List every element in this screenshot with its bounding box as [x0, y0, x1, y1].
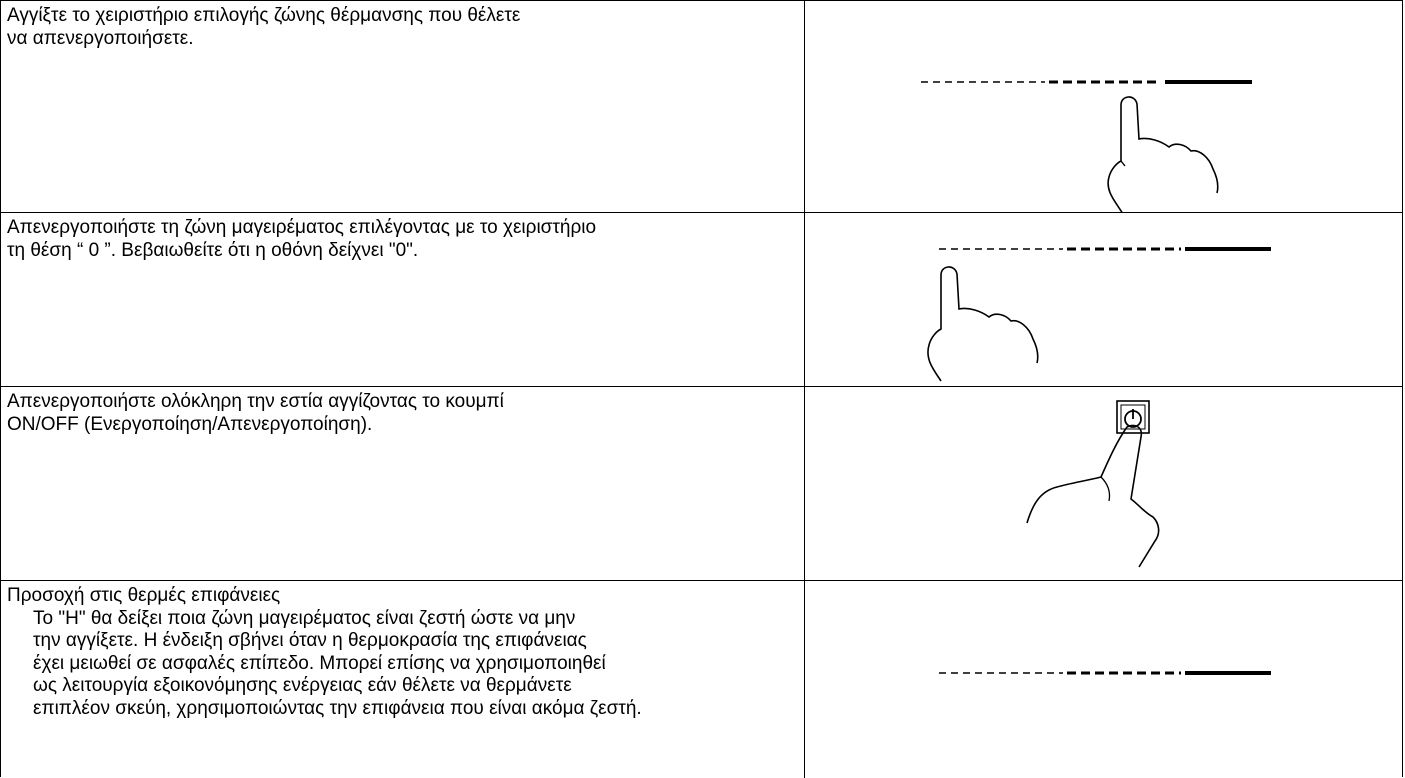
text-line: Απενεργοποιήστε ολόκληρη την εστία αγγίζ… — [7, 391, 504, 412]
slider-icon — [939, 671, 1271, 675]
figure-cell — [805, 581, 1402, 778]
table-row: Απενεργοποιήστε τη ζώνη μαγειρέματος επι… — [1, 213, 1402, 387]
figure-cell — [805, 213, 1402, 386]
figure-cell — [805, 387, 1402, 580]
text-line: να απενεργοποιήσετε. — [7, 27, 194, 49]
instruction-text: Προσοχή στις θερμές επιφάνειες Το "H" θα… — [1, 581, 805, 778]
instruction-text: Απενεργοποιήστε ολόκληρη την εστία αγγίζ… — [1, 387, 805, 580]
text-line: Το "H" θα δείξει ποια ζώνη μαγειρέματος … — [33, 607, 576, 629]
warning-heading: Προσοχή στις θερμές επιφάνειες — [7, 585, 281, 606]
text-line: έχει μειωθεί σε ασφαλές επίπεδο. Μπορεί … — [33, 652, 606, 674]
power-button-hand-icon — [1026, 400, 1160, 568]
text-line: επιπλέον σκεύη, χρησιμοποιώντας την επιφ… — [33, 697, 642, 719]
text-line: τη θέση “ 0 ”. Βεβαιωθείτε ότι η οθόνη δ… — [7, 239, 419, 261]
instruction-text: Αγγίξτε το χειριστήριο επιλογής ζώνης θέ… — [1, 1, 805, 212]
instruction-text: Απενεργοποιήστε τη ζώνη μαγειρέματος επι… — [1, 213, 805, 386]
table-row: Προσοχή στις θερμές επιφάνειες Το "H" θα… — [1, 581, 1402, 778]
text-line: Αγγίξτε το χειριστήριο επιλογής ζώνης θέ… — [7, 5, 521, 26]
figure-cell — [805, 1, 1402, 213]
table-row: Αγγίξτε το χειριστήριο επιλογής ζώνης θέ… — [1, 1, 1402, 213]
table-row: Απενεργοποιήστε ολόκληρη την εστία αγγίζ… — [1, 387, 1402, 581]
text-line: ως λειτουργία εξοικονόμησης ενέργειας εά… — [33, 675, 572, 696]
text-line: ON/OFF (Ενεργοποίηση/Απενεργοποίηση). — [7, 413, 373, 435]
text-line: την αγγίξετε. Η ένδειξη σβήνει όταν η θε… — [33, 630, 587, 651]
slider-touch-hand-icon — [921, 80, 1252, 213]
text-line: Απενεργοποιήστε τη ζώνη μαγειρέματος επι… — [7, 217, 597, 238]
slider-zero-hand-icon — [927, 247, 1271, 382]
